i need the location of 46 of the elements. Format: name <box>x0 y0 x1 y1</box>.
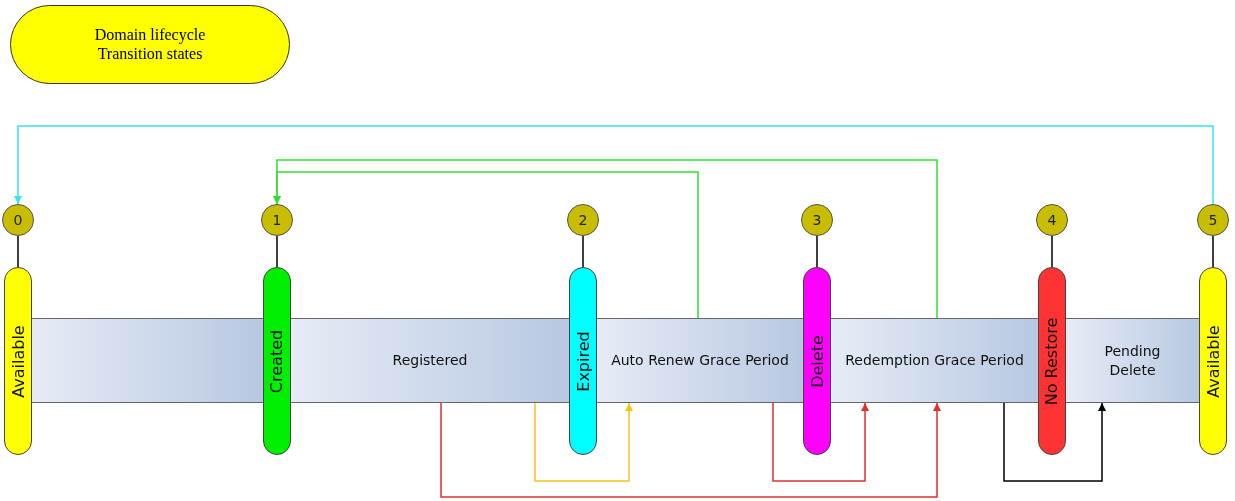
connector-line <box>276 235 278 268</box>
step-number: 1 <box>272 212 282 228</box>
step-circle <box>261 204 293 236</box>
state-pill <box>1038 267 1066 455</box>
title-text: Domain lifecycle Transition states <box>93 26 207 63</box>
connector-line <box>1212 235 1214 268</box>
state-label: Expired <box>573 330 593 392</box>
period-label: Auto Renew Grace Period <box>611 351 789 370</box>
step-number: 3 <box>812 212 822 228</box>
step-number: 2 <box>578 212 588 228</box>
connector-line <box>816 235 818 268</box>
arrow <box>273 159 938 319</box>
state-label: Available <box>1203 324 1223 398</box>
state-pill <box>263 267 291 455</box>
arrow <box>14 125 1214 205</box>
lifecycle-band-segment <box>597 318 803 403</box>
step-circle <box>1036 204 1068 236</box>
connector-line <box>582 235 584 268</box>
state-label: No Restore <box>1042 317 1062 405</box>
lifecycle-band-segment <box>291 318 569 403</box>
period-label: Redemption Grace Period <box>845 351 1024 370</box>
arrow <box>772 402 869 482</box>
lifecycle-band-segment <box>32 318 263 403</box>
step-circle <box>1197 204 1229 236</box>
step-number: 5 <box>1208 212 1218 228</box>
lifecycle-band-segment <box>831 318 1038 403</box>
period-label: Pending Delete <box>1103 342 1162 379</box>
arrow <box>534 402 633 482</box>
step-circle <box>567 204 599 236</box>
state-label: Delete <box>807 334 827 388</box>
state-label: Created <box>267 329 287 393</box>
state-pill <box>803 267 831 455</box>
state-pill <box>569 267 597 455</box>
state-pill <box>1199 267 1227 455</box>
connector-line <box>17 235 19 268</box>
state-pill <box>4 267 32 455</box>
step-number: 4 <box>1047 212 1057 228</box>
period-label: Registered <box>392 351 468 370</box>
lifecycle-band-segment <box>1066 318 1199 403</box>
step-number: 0 <box>13 212 23 228</box>
connector-line <box>1051 235 1053 268</box>
arrow <box>440 402 941 498</box>
arrow <box>1003 402 1106 482</box>
step-circle <box>801 204 833 236</box>
step-circle <box>2 204 34 236</box>
state-label: Available <box>8 324 28 398</box>
